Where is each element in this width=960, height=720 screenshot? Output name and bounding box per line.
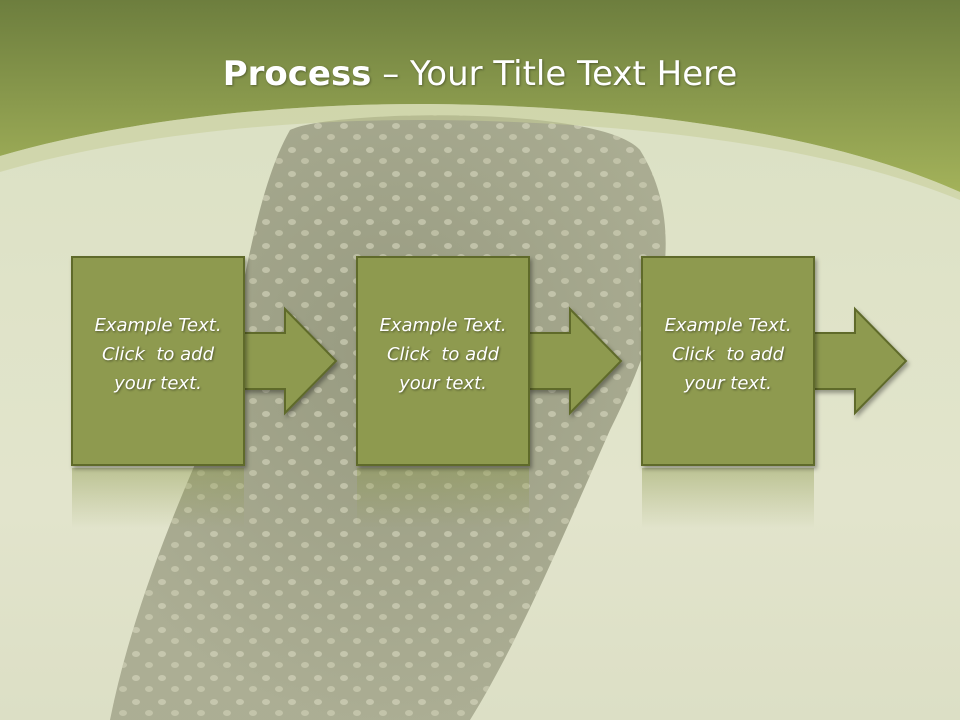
step-3-text[interactable]: Example Text. Click to add your text. <box>642 311 814 398</box>
title-rest: – Your Title Text Here <box>371 54 738 94</box>
step-1-line-2: Click to add <box>101 344 214 365</box>
step-box-2[interactable] <box>356 256 530 466</box>
slide-title[interactable]: Process – Your Title Text Here <box>0 52 960 96</box>
step-2-text[interactable]: Example Text. Click to add your text. <box>357 311 529 398</box>
step-1-text[interactable]: Example Text. Click to add your text. <box>72 311 244 398</box>
step-box-3[interactable] <box>641 256 815 466</box>
step-1-reflection <box>72 468 244 528</box>
arrow-3 <box>813 306 908 416</box>
step-2-line-3: your text. <box>399 373 487 394</box>
step-3-reflection <box>642 468 814 528</box>
step-2-line-1: Example Text. <box>379 315 507 336</box>
arrow-1 <box>243 306 338 416</box>
step-2-line-2: Click to add <box>386 344 499 365</box>
step-3-line-2: Click to add <box>671 344 784 365</box>
title-bold: Process <box>222 54 372 94</box>
step-1-line-1: Example Text. <box>94 315 222 336</box>
step-2-reflection <box>357 468 529 528</box>
step-1-line-3: your text. <box>114 373 202 394</box>
arrow-2 <box>528 306 623 416</box>
step-3-line-3: your text. <box>684 373 772 394</box>
step-box-1[interactable] <box>71 256 245 466</box>
step-3-line-1: Example Text. <box>664 315 792 336</box>
header-band <box>0 0 960 200</box>
